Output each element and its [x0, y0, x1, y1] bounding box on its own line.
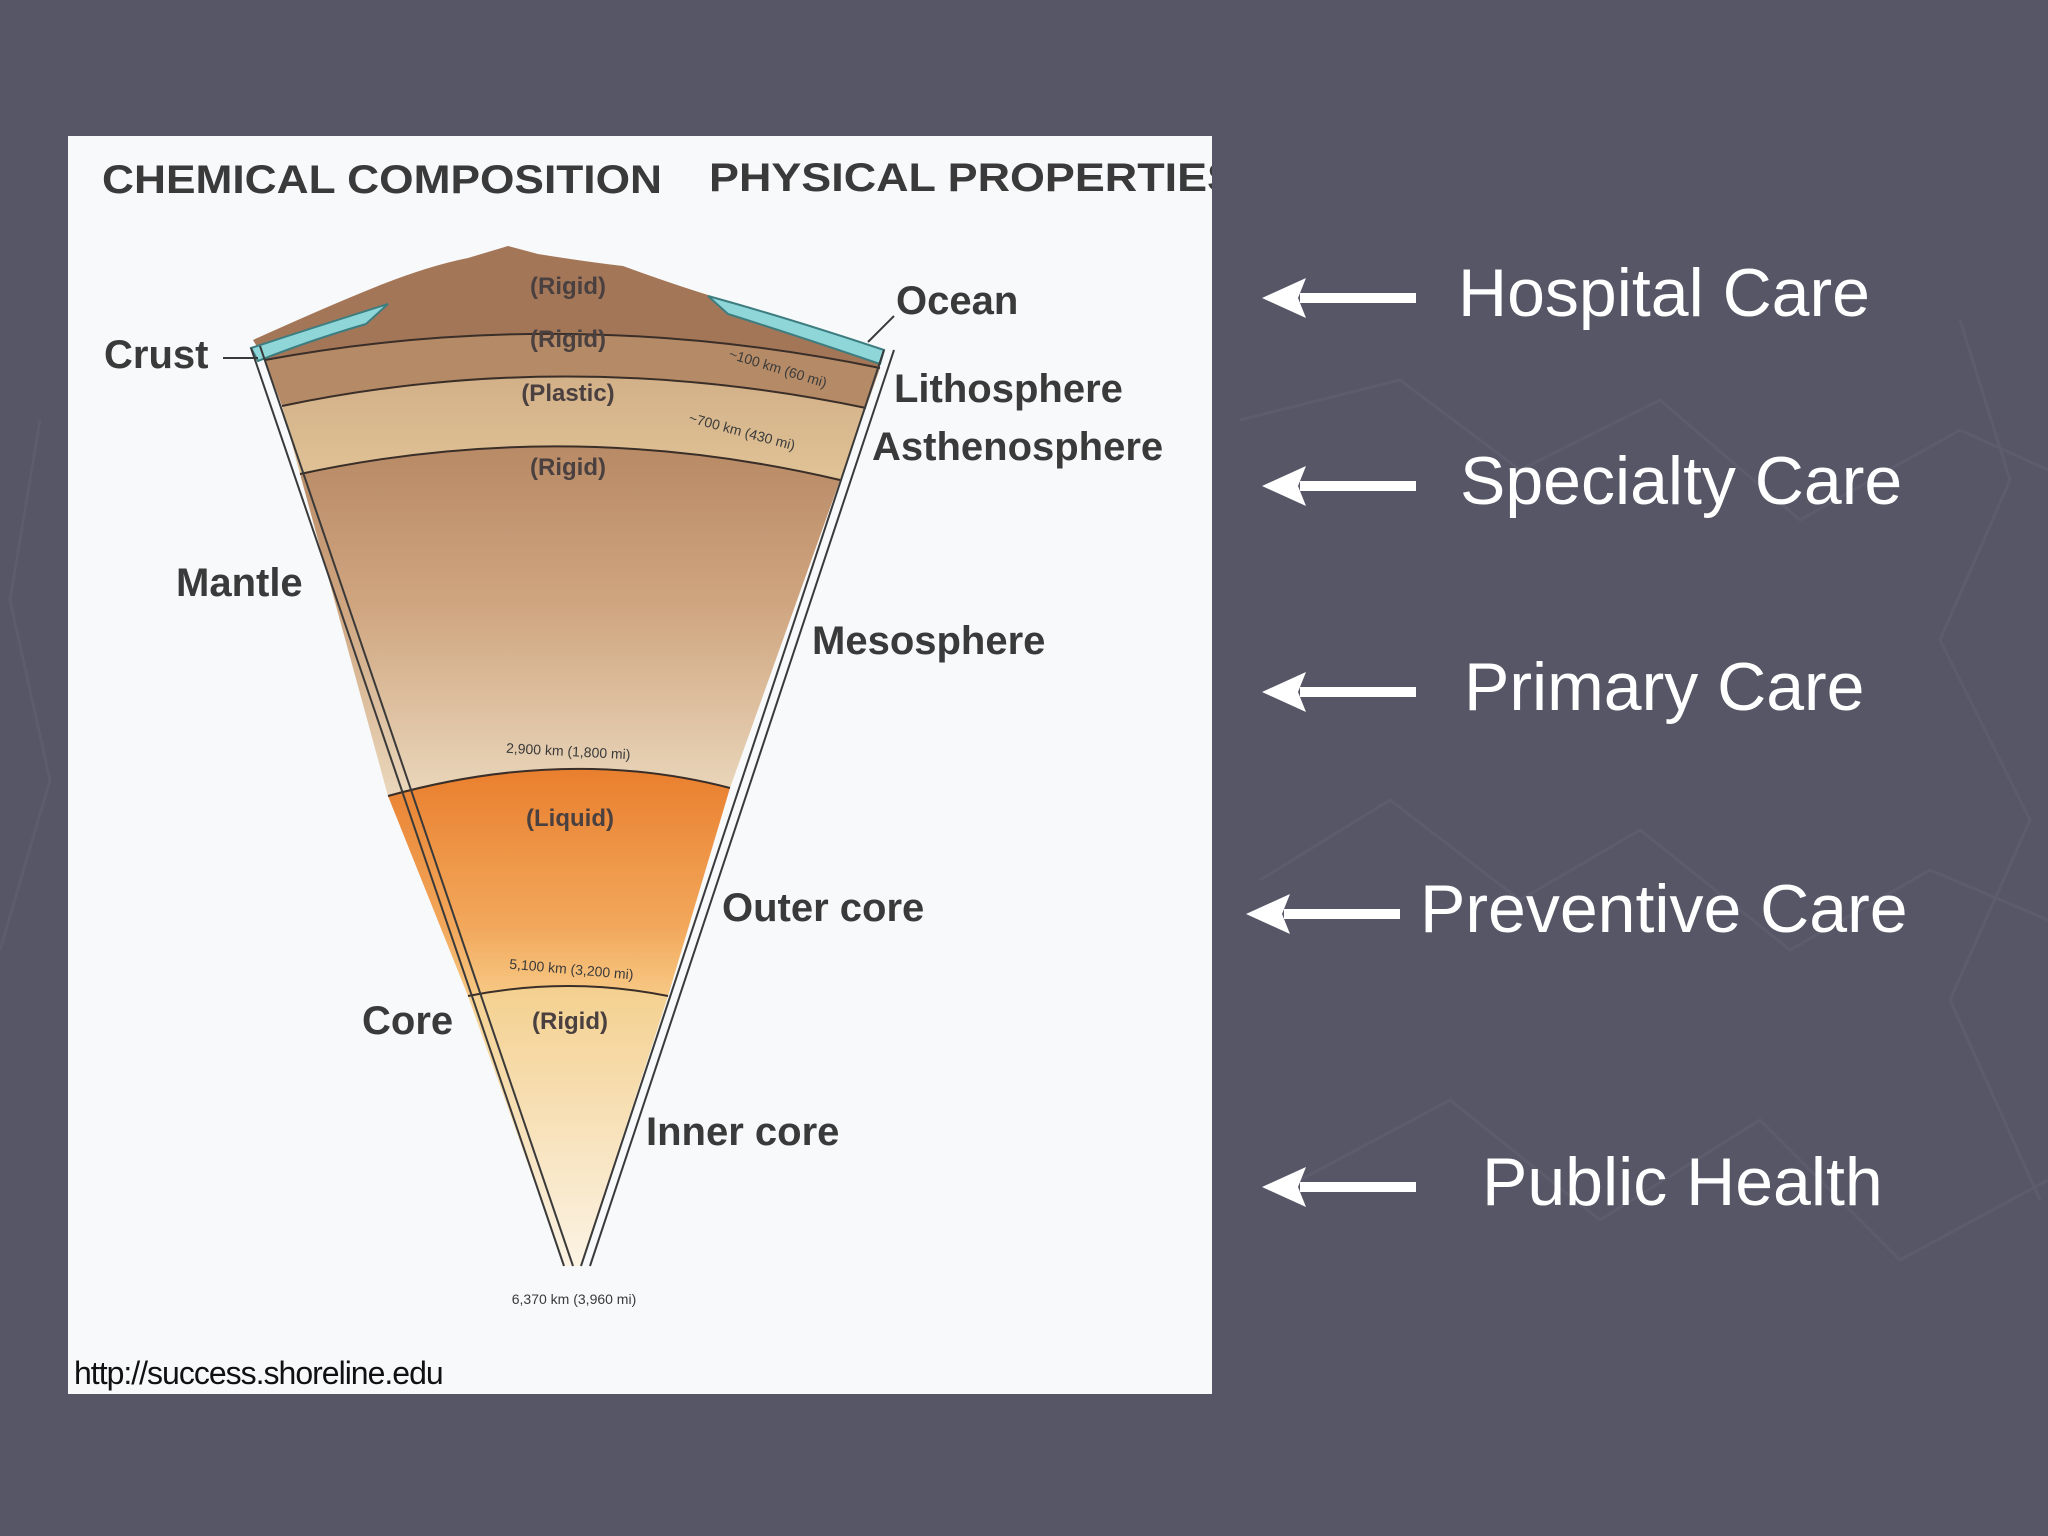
label-ocean: Ocean	[896, 279, 1018, 323]
label-crust: Crust	[104, 333, 208, 377]
care-row-specialty: Specialty Care	[1260, 442, 2020, 532]
label-outer-core: Outer core	[722, 886, 924, 930]
source-url: http://success.shoreline.edu	[74, 1355, 444, 1391]
inner-core-layer	[468, 986, 668, 1266]
ocean-left	[249, 303, 389, 363]
crust-state: (Rigid)	[530, 273, 606, 300]
care-label: Primary Care	[1464, 649, 1865, 725]
outer-core-state: (Liquid)	[526, 805, 614, 832]
depth-center: 6,370 km (3,960 mi)	[512, 1291, 637, 1307]
label-asthenosphere: Asthenosphere	[872, 425, 1163, 469]
care-row-hospital: Hospital Care	[1260, 254, 2020, 344]
label-core: Core	[362, 999, 453, 1043]
asthenosphere-state: (Plastic)	[521, 380, 614, 407]
left-arrow-icon	[1262, 466, 1416, 506]
left-arrow-icon	[1262, 1167, 1416, 1207]
care-label: Specialty Care	[1460, 443, 1903, 519]
label-lithosphere: Lithosphere	[894, 367, 1123, 411]
care-row-preventive: Preventive Care	[1246, 870, 2020, 960]
mantle-layer	[300, 446, 840, 796]
header-physical-properties: PHYSICAL PROPERTIES	[709, 156, 1212, 200]
care-row-public-health: Public Health	[1260, 1143, 2020, 1233]
lithosphere-state: (Rigid)	[530, 326, 606, 353]
header-chemical-composition: CHEMICAL COMPOSITION	[102, 158, 662, 202]
label-inner-core: Inner core	[646, 1110, 839, 1154]
lithosphere-layer	[265, 333, 880, 408]
depth-mantle-base: 2,900 km (1,800 mi)	[506, 740, 631, 762]
crust-layer	[253, 246, 880, 368]
asthenosphere-layer	[282, 376, 866, 480]
care-label: Hospital Care	[1458, 255, 1870, 331]
left-arrow-icon	[1246, 894, 1400, 934]
care-label: Public Health	[1482, 1144, 1883, 1220]
care-label: Preventive Care	[1420, 871, 1908, 947]
left-arrow-icon	[1262, 278, 1416, 318]
earth-layers-diagram: CHEMICAL COMPOSITION PHYSICAL PROPERTIES…	[68, 136, 1212, 1394]
label-mesosphere: Mesosphere	[812, 619, 1045, 663]
outer-core-layer	[388, 768, 730, 996]
mesosphere-state: (Rigid)	[530, 454, 606, 481]
inner-core-state: (Rigid)	[532, 1008, 608, 1035]
care-row-primary: Primary Care	[1260, 648, 2020, 738]
label-mantle: Mantle	[176, 561, 303, 605]
left-arrow-icon	[1262, 672, 1416, 712]
